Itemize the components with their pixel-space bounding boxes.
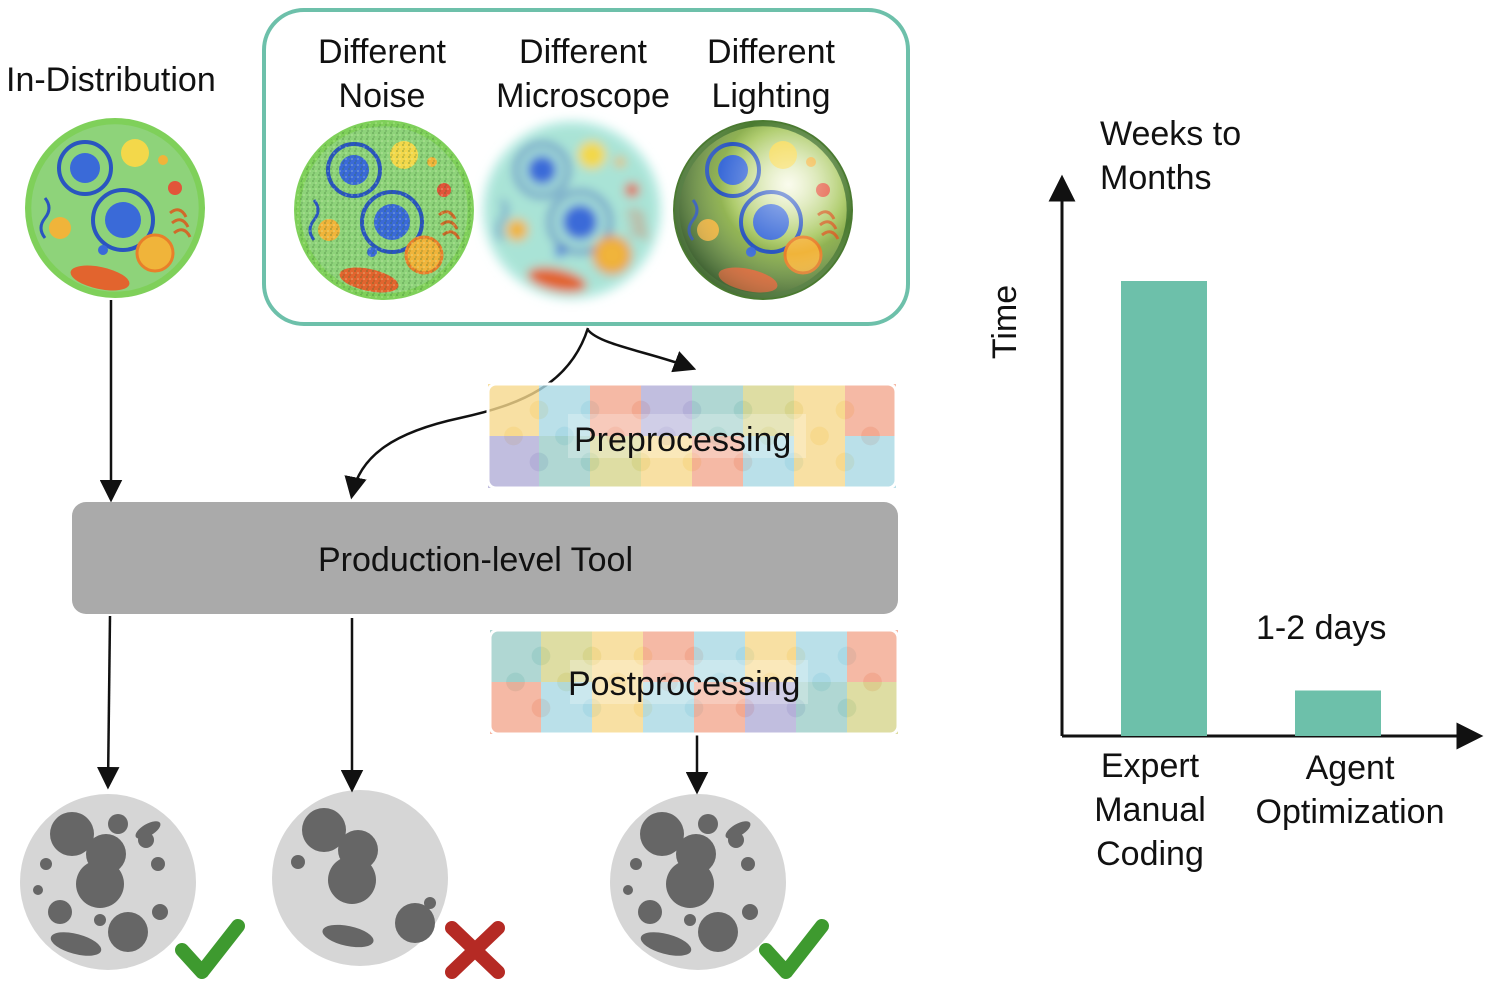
microscope-label-line1: Different xyxy=(519,33,647,71)
check-icon xyxy=(759,919,829,979)
distribution-shift-box xyxy=(262,8,910,326)
category-label-agent-line1: Agent xyxy=(1305,749,1395,787)
lighting-label-line2: Lighting xyxy=(711,77,831,115)
lighting-label-line1: Different xyxy=(707,33,835,71)
category-label-expert-line3: Coding xyxy=(1096,835,1204,873)
production-tool-bar xyxy=(72,502,898,614)
bar-agent-optimization xyxy=(1295,690,1381,736)
noise-label-line2: Noise xyxy=(338,77,426,115)
category-label-agent-line2: Optimization xyxy=(1255,793,1445,831)
in-distribution-cell-icon xyxy=(25,118,205,298)
microscope-shift-cell-icon xyxy=(482,120,662,300)
postprocessing-label: Postprocessing xyxy=(568,665,801,703)
bar-value-label-agent: 1-2 days xyxy=(1256,609,1387,647)
bar-value-label-expert-line1: Weeks to xyxy=(1100,115,1242,153)
arrow-shift-to-preprocessing xyxy=(587,329,697,373)
postprocessing-puzzle-strip xyxy=(488,628,900,736)
preprocessing-label: Preprocessing xyxy=(574,421,792,459)
arrow-tool-to-output-1 xyxy=(96,615,120,790)
category-label-expert-line1: Expert xyxy=(1100,747,1200,785)
bar-expert-manual-coding xyxy=(1121,281,1207,736)
preprocessing-puzzle-strip xyxy=(486,382,898,490)
production-tool-label: Production-level Tool xyxy=(318,541,633,579)
in-distribution-label: In-Distribution xyxy=(6,61,216,99)
noise-label-line1: Different xyxy=(318,33,446,71)
segmentation-output-correct-icon xyxy=(20,794,196,970)
y-axis-label: Time xyxy=(986,284,1024,360)
microscope-label-line2: Microscope xyxy=(496,77,670,115)
check-icon xyxy=(175,919,245,979)
cross-icon xyxy=(445,921,505,979)
lighting-shift-cell-icon xyxy=(673,120,853,300)
noise-shift-cell-icon xyxy=(294,120,474,300)
bar-value-label-expert-line2: Months xyxy=(1100,159,1212,197)
arrow-shift-to-tool xyxy=(344,327,590,500)
segmentation-output-fixed-icon xyxy=(610,794,786,970)
segmentation-output-failed-icon xyxy=(272,790,448,966)
category-label-expert-line2: Manual xyxy=(1094,791,1206,829)
